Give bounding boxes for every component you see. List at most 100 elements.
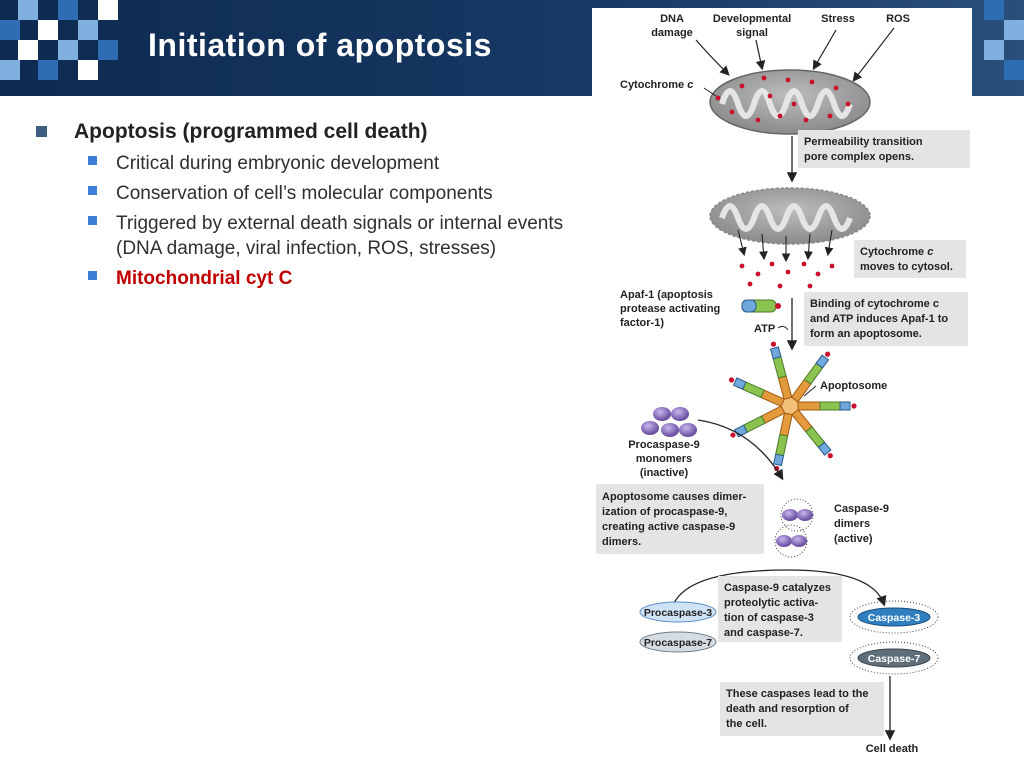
step5-line: Caspase-9 catalyzes (724, 582, 831, 594)
step3-line: Binding of cytochrome c (810, 298, 939, 310)
apaf1-icon (741, 299, 781, 313)
step3-line: and ATP induces Apaf-1 to (810, 313, 948, 325)
decor-tile (78, 20, 98, 40)
decor-tile (18, 40, 38, 60)
diagram-svg: DNA damage Developmental signal Stress R… (596, 13, 970, 755)
bullet-sub: Conservation of cell’s molecular compone… (88, 181, 576, 206)
step6-line: death and resorption of (726, 703, 849, 715)
decor-tile (58, 0, 78, 20)
caspase9-dimer-icon (774, 498, 814, 558)
step6-line: the cell. (726, 718, 767, 730)
apoptosis-diagram: DNA damage Developmental signal Stress R… (592, 8, 972, 760)
apaf-line: protease activating (620, 303, 720, 315)
step-text-cytosol: Cytochrome c moves to cytosol. (860, 246, 953, 273)
cytochrome-label: Cytochrome c (620, 79, 693, 91)
step-box-activation (718, 576, 842, 642)
bullet-sub-text-highlight: Mitochondrial cyt C (116, 268, 293, 289)
apaf-line: factor-1) (620, 317, 664, 329)
atp-pointer (777, 325, 789, 331)
signal-developmental: Developmental (713, 13, 791, 25)
apaf-line: Apaf-1 (apoptosis (620, 289, 713, 301)
step4-line: dimers. (602, 536, 641, 548)
step-text-binding: Binding of cytochrome c and ATP induces … (810, 298, 948, 340)
step4-line: Apoptosome causes dimer- (602, 491, 747, 503)
procaspase3-label: Procaspase-3 (644, 607, 712, 619)
bullet-main-text: Apoptosis (programmed cell death) (74, 120, 428, 143)
flow-arrow (697, 419, 784, 481)
signal-stress: Stress (821, 13, 855, 25)
caspase9-line: (active) (834, 533, 873, 545)
bullet-sub-text: Conservation of cell’s molecular compone… (116, 183, 493, 204)
apoptosome-icon (728, 341, 857, 472)
step5-line: proteolytic activa- (724, 597, 818, 609)
step4-line: ization of procaspase-9, (602, 506, 727, 518)
cytochrome-dots (715, 75, 851, 123)
signal-dna-damage-2: damage (651, 27, 693, 39)
bullet-list: Apoptosis (programmed cell death) Critic… (36, 118, 576, 291)
signal-dna-damage: DNA (660, 13, 684, 25)
step-text-death: These caspases lead to the death and res… (726, 688, 868, 730)
procaspase9-line: monomers (636, 453, 692, 465)
apaf-label: Apaf-1 (apoptosis protease activating fa… (620, 289, 720, 329)
apoptosome-label: Apoptosome (820, 380, 887, 392)
decor-tile (38, 60, 58, 80)
step1-line: pore complex opens. (804, 151, 914, 163)
signal-developmental-2: signal (736, 27, 768, 39)
step6-line: These caspases lead to the (726, 688, 868, 700)
procaspase9-line: Procaspase-9 (628, 439, 700, 451)
step-text-permeability: Permeability transition pore complex ope… (804, 136, 923, 163)
caspase3-active-icon (849, 600, 939, 634)
caspase9-line: Caspase-9 (834, 503, 889, 515)
signal-labels: DNA damage Developmental signal Stress R… (651, 13, 910, 39)
bullet-sub-text: Triggered by external death signals or i… (116, 213, 564, 259)
decor-tile (78, 60, 98, 80)
decor-tile (1004, 60, 1024, 80)
apoptosome-pointer (803, 385, 817, 397)
step1-line: Permeability transition (804, 136, 923, 148)
step5-line: tion of caspase-3 (724, 612, 814, 624)
released-cytochrome-dots (739, 261, 835, 289)
sub-bullet-square-icon (88, 271, 97, 280)
step-box-permeability (798, 130, 970, 168)
atp-label: ATP (754, 323, 775, 335)
procaspase7-label: Procaspase-7 (644, 637, 712, 649)
bullet-sub-text: Critical during embryonic development (116, 153, 440, 174)
decor-tile (38, 20, 58, 40)
decor-tile (98, 0, 118, 20)
decor-tile (18, 0, 38, 20)
procaspase9-icon (641, 407, 697, 437)
bullet-sub: Critical during embryonic development (88, 151, 576, 176)
step-box-binding (804, 292, 968, 346)
procaspase7-shape (639, 631, 717, 653)
sub-bullet-square-icon (88, 216, 97, 225)
flow-arc (671, 569, 887, 609)
decor-tile (0, 60, 20, 80)
step3-line: form an apoptosome. (810, 328, 922, 340)
bullet-square-icon (36, 126, 47, 137)
caspase3-label: Caspase-3 (868, 612, 921, 624)
cell-death-label: Cell death (866, 743, 919, 755)
sub-bullet-square-icon (88, 186, 97, 195)
bullet-sub: Mitochondrial cyt C (88, 266, 576, 291)
decor-tile (58, 40, 78, 60)
procaspase3-shape (639, 601, 717, 623)
caspase9-line: dimers (834, 518, 870, 530)
cytochrome-pointer (703, 87, 717, 97)
step4-line: creating active caspase-9 (602, 521, 735, 533)
step2-line: moves to cytosol. (860, 261, 953, 273)
release-arrows (737, 229, 834, 263)
sub-bullet-square-icon (88, 156, 97, 165)
decor-tile (98, 40, 118, 60)
step5-line: and caspase-7. (724, 627, 803, 639)
signal-arrows (695, 27, 895, 82)
decor-tile (984, 0, 1004, 20)
procaspase9-label: Procaspase-9 monomers (inactive) (628, 439, 700, 479)
decor-tile (0, 20, 20, 40)
bullet-sub: Triggered by external death signals or i… (88, 211, 576, 261)
caspase7-label: Caspase-7 (868, 653, 921, 665)
procaspase9-line: (inactive) (640, 467, 689, 479)
step2-line: Cytochrome c (860, 246, 933, 258)
step-text-activation: Caspase-9 catalyzes proteolytic activa- … (724, 582, 831, 639)
bullet-main: Apoptosis (programmed cell death) (36, 118, 576, 146)
decor-tile (1004, 20, 1024, 40)
